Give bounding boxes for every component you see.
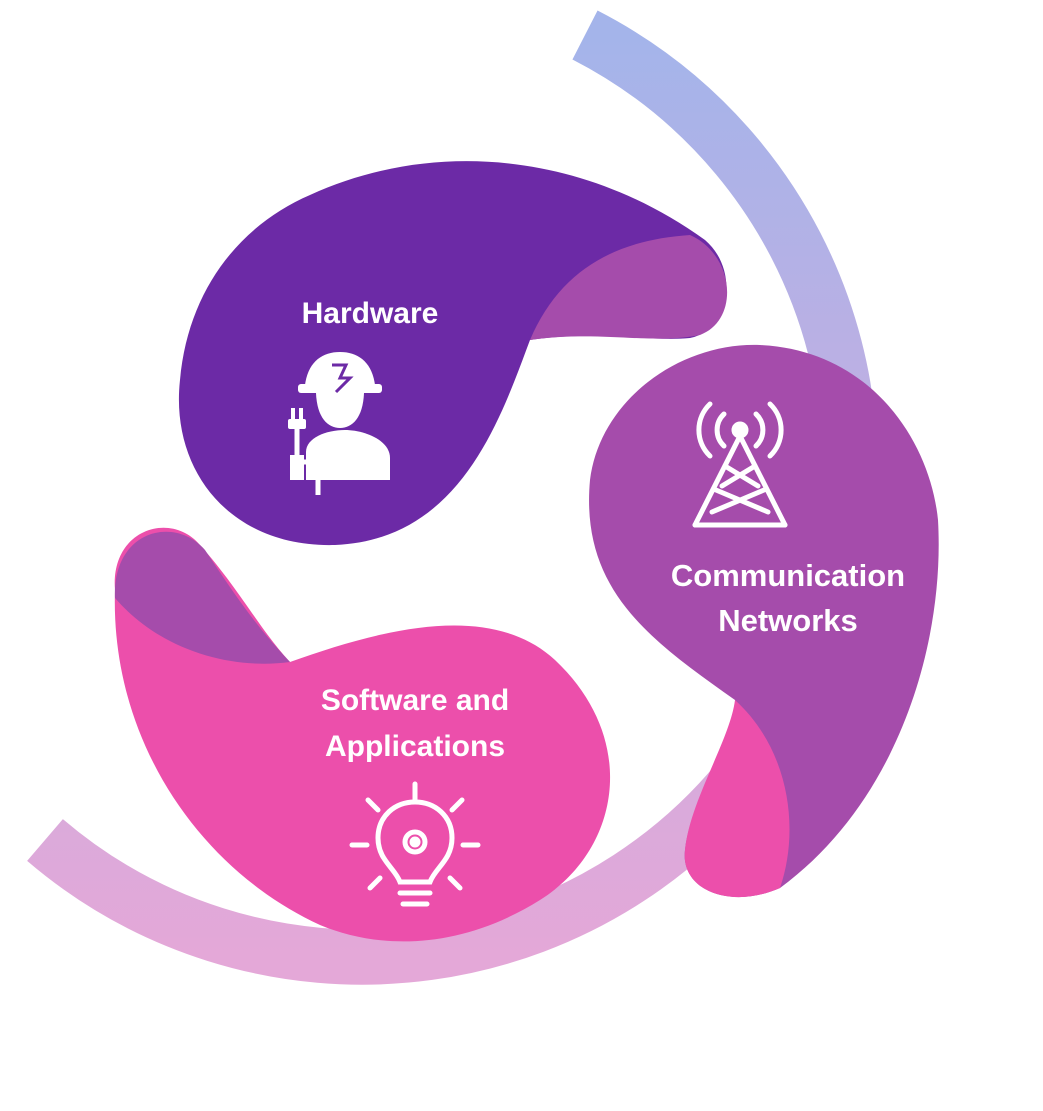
hardware-label: Hardware: [302, 297, 439, 330]
software-label-line1: Software and: [321, 684, 509, 717]
lightbulb-gear-icon: [349, 781, 481, 907]
communication-segment: Communication Networks: [589, 344, 939, 898]
antenna-tower-icon: [692, 401, 788, 528]
electrician-icon: [288, 352, 390, 495]
communication-tail-fold: [684, 700, 790, 898]
communication-label-line1: Communication: [671, 558, 905, 593]
software-tail-fold: [114, 531, 290, 664]
software-label-line2: Applications: [325, 730, 505, 763]
communication-blob: [589, 344, 939, 898]
hardware-tail-fold: [530, 235, 728, 340]
hardware-segment: Hardware: [178, 161, 728, 546]
software-segment: Software and Applications: [114, 527, 611, 942]
communication-label-line2: Networks: [718, 603, 858, 638]
